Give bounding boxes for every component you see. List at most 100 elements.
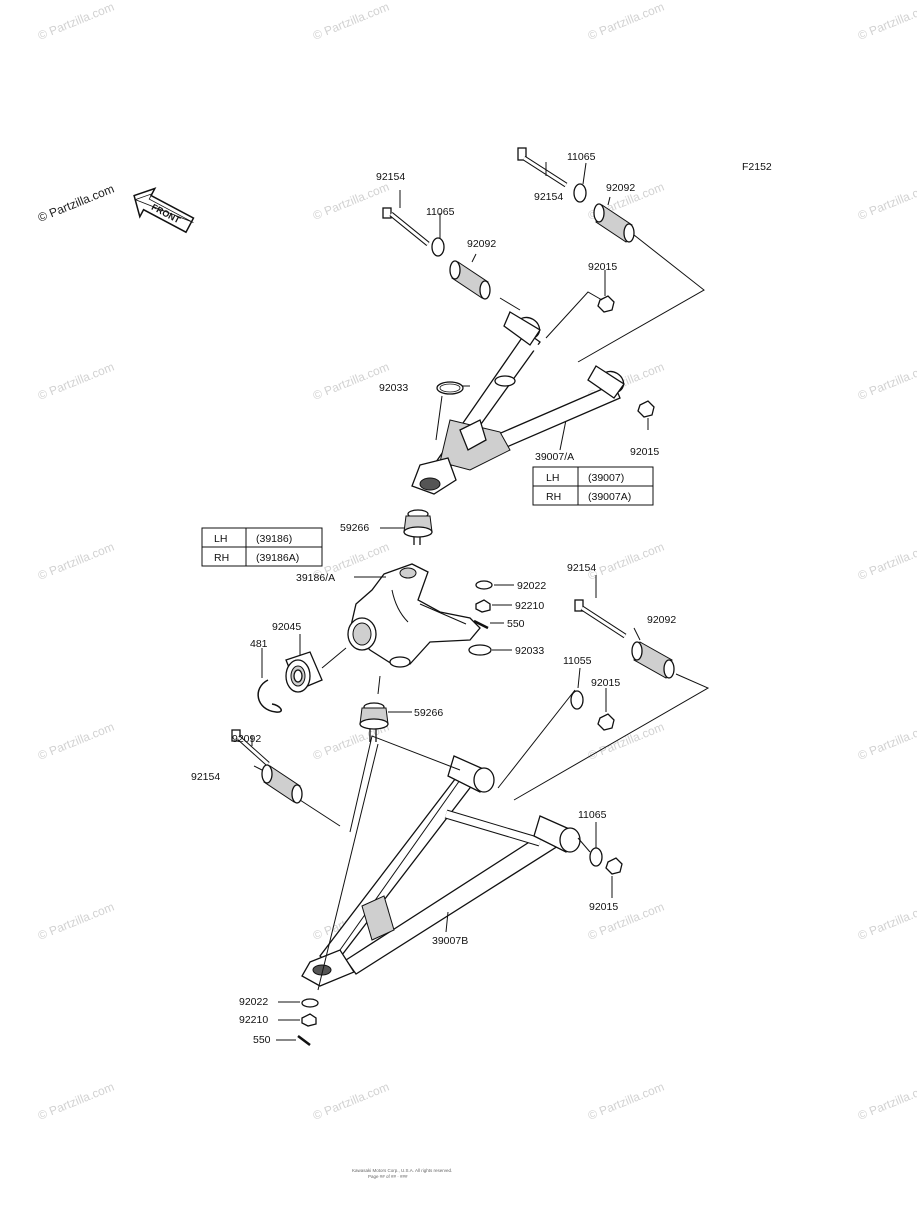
nut-92015-lower-b xyxy=(605,857,623,875)
bolt-92154-lower-right xyxy=(574,599,627,639)
washer-11065-upper-right xyxy=(573,183,587,203)
ball-joint-59266-upper xyxy=(403,509,433,545)
bushing-92092-upper-left xyxy=(449,260,491,300)
table-part: (39007) xyxy=(588,472,624,484)
watermark: © Partzilla.com xyxy=(856,180,917,223)
watermark: © Partzilla.com xyxy=(586,720,666,763)
label-92154: 92154 xyxy=(191,771,220,783)
watermark: © Partzilla.com xyxy=(586,1080,666,1123)
label-11055: 11055 xyxy=(563,655,592,667)
watermark: © Partzilla.com xyxy=(586,0,666,43)
washer-92022-lower xyxy=(301,998,319,1008)
upper-arm-39007 xyxy=(411,311,625,495)
label-92015: 92015 xyxy=(630,446,659,458)
bolt-92154-lower-left xyxy=(231,729,270,766)
washer-11065-lower xyxy=(589,847,603,867)
label-92015: 92015 xyxy=(588,261,617,273)
label-92154: 92154 xyxy=(534,191,563,203)
label-92015: 92015 xyxy=(591,677,620,689)
nut-92210-upper xyxy=(475,599,491,613)
table-side: RH xyxy=(546,491,561,503)
label-92033: 92033 xyxy=(515,645,544,657)
table-part: (39186A) xyxy=(256,552,299,564)
bolt-92154-upper-left xyxy=(382,207,430,246)
partzilla-logo-text: © Partzilla.com xyxy=(36,182,116,225)
watermark: © Partzilla.com xyxy=(311,0,391,43)
knuckle-assembly: LH (39186) RH (39186A) xyxy=(201,509,546,742)
label-11065: 11065 xyxy=(578,809,607,821)
label-39186-a: 39186/A xyxy=(296,572,335,584)
label-92045: 92045 xyxy=(272,621,301,633)
label-59266: 59266 xyxy=(414,707,443,719)
footer-line1: Kawasaki Motors Corp., U.S.A. All rights… xyxy=(352,1168,452,1173)
table-side: LH xyxy=(214,533,227,545)
label-92092: 92092 xyxy=(232,733,261,745)
nut-92210-lower xyxy=(301,1013,317,1027)
front-arrow-icon: FRONT xyxy=(133,187,195,234)
lower-arm-assembly: 92154 92092 11055 92015 92092 92154 1106… xyxy=(191,562,710,1046)
watermark: © Partzilla.com xyxy=(856,720,917,763)
watermark: © Partzilla.com xyxy=(36,900,116,943)
clip xyxy=(494,375,516,387)
label-92092: 92092 xyxy=(467,238,496,250)
label-92210: 92210 xyxy=(515,600,544,612)
watermark: © Partzilla.com xyxy=(586,540,666,583)
bolt-92154-upper-right xyxy=(517,147,568,188)
label-92092: 92092 xyxy=(647,614,676,626)
label-92092: 92092 xyxy=(606,182,635,194)
label-92015: 92015 xyxy=(589,901,618,913)
watermark: © Partzilla.com xyxy=(856,1080,917,1123)
cotter-pin-550-lower xyxy=(297,1035,311,1046)
watermark: © Partzilla.com xyxy=(856,900,917,943)
label-11065: 11065 xyxy=(567,151,596,163)
table-part: (39186) xyxy=(256,533,292,545)
watermark: © Partzilla.com xyxy=(36,540,116,583)
table-upper-arm: LH (39007) RH (39007A) xyxy=(532,466,654,506)
table-side: LH xyxy=(546,472,559,484)
washer-92022-upper xyxy=(475,580,493,590)
watermark: © Partzilla.com xyxy=(856,360,917,403)
bushing-92092-lower-left xyxy=(261,764,303,804)
watermark: © Partzilla.com xyxy=(856,0,917,43)
knuckle-39186 xyxy=(347,563,481,668)
footer-line2: Page ## of ## · ### xyxy=(368,1174,408,1179)
label-39007-a: 39007/A xyxy=(535,451,574,463)
watermark: © Partzilla.com xyxy=(36,720,116,763)
cotter-pin-550-upper xyxy=(473,619,489,630)
watermark-layer: © Partzilla.com © Partzilla.com © Partzi… xyxy=(36,0,917,1123)
nut-92015-lower-a xyxy=(597,713,615,731)
label-59266: 59266 xyxy=(340,522,369,534)
upper-arm-assembly: 92154 11065 92092 92154 11065 92092 9201… xyxy=(376,147,705,506)
watermark: © Partzilla.com xyxy=(36,0,116,43)
label-11065: 11065 xyxy=(426,206,455,218)
label-92022: 92022 xyxy=(517,580,546,592)
watermark: © Partzilla.com xyxy=(36,360,116,403)
nut-92015-upper-a xyxy=(597,295,615,313)
label-92022: 92022 xyxy=(239,996,268,1008)
bearing-92045 xyxy=(285,651,323,693)
ball-joint-59266-lower xyxy=(359,702,389,742)
label-92033: 92033 xyxy=(379,382,408,394)
bushing-92092-upper-right xyxy=(593,203,635,243)
watermark: © Partzilla.com xyxy=(856,540,917,583)
bushing-92092-lower-right xyxy=(631,641,675,679)
washer-11055 xyxy=(570,690,584,710)
label-550: 550 xyxy=(507,618,525,630)
label-39007b: 39007B xyxy=(432,935,468,947)
ring-92033-lower xyxy=(468,644,492,656)
table-part: (39007A) xyxy=(588,491,631,503)
table-knuckle: LH (39186) RH (39186A) xyxy=(201,527,323,567)
washer-11065-upper-left xyxy=(431,237,445,257)
circlip-481 xyxy=(257,679,282,713)
lower-arm-39007b xyxy=(301,755,581,987)
label-550: 550 xyxy=(253,1034,271,1046)
watermark: © Partzilla.com xyxy=(36,1080,116,1123)
label-92154: 92154 xyxy=(376,171,405,183)
watermark: © Partzilla.com xyxy=(311,1080,391,1123)
label-92210: 92210 xyxy=(239,1014,268,1026)
table-side: RH xyxy=(214,552,229,564)
figure-code: F2152 xyxy=(742,161,772,173)
label-481: 481 xyxy=(250,638,268,650)
